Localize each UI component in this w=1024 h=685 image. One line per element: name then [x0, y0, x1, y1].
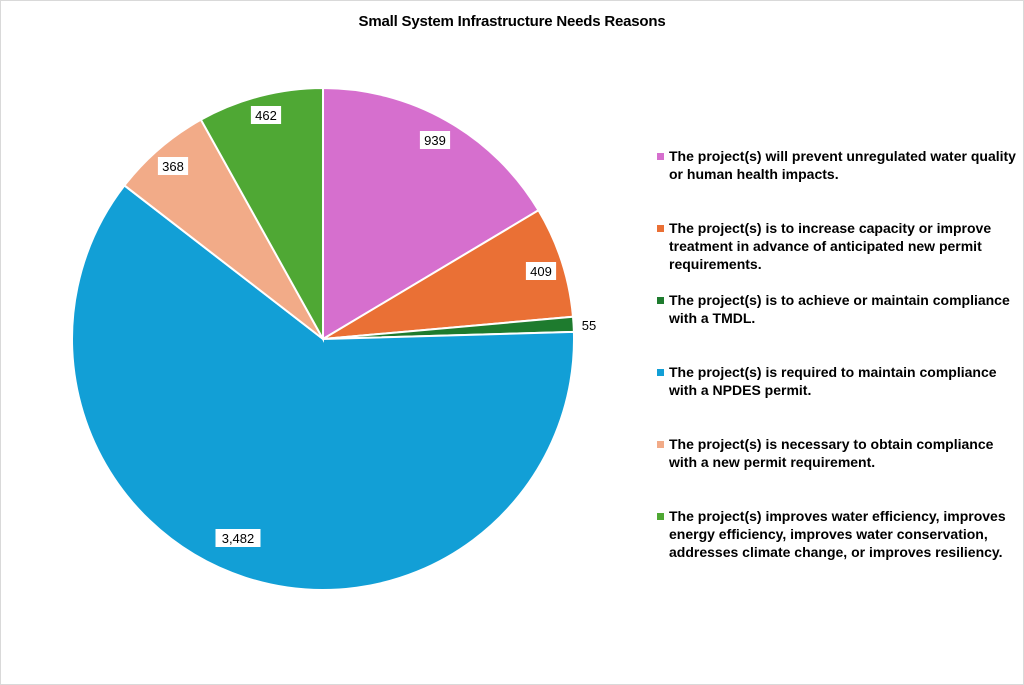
- legend-swatch-2: [657, 297, 664, 304]
- chart-title: Small System Infrastructure Needs Reason…: [358, 13, 666, 30]
- svg-text:368: 368: [162, 159, 184, 174]
- legend-label-2: The project(s) is to achieve or maintain…: [669, 292, 1010, 326]
- data-label-5: 462: [250, 106, 282, 124]
- pie-slice-5: [199, 86, 324, 343]
- data-label-3: 3,482: [215, 529, 261, 547]
- legend-swatch-0: [657, 153, 664, 160]
- data-label-0: 939: [419, 131, 451, 149]
- data-label-4: 368: [157, 157, 189, 175]
- svg-text:55: 55: [582, 318, 596, 333]
- data-label-1: 409: [525, 262, 557, 280]
- legend-swatch-5: [657, 513, 664, 520]
- legend-label-1: The project(s) is to increase capacity o…: [669, 220, 992, 272]
- svg-text:939: 939: [424, 133, 446, 148]
- pie-slice-0: [322, 86, 540, 341]
- legend-swatch-3: [657, 369, 664, 376]
- legend-label-5: The project(s) improves water efficiency…: [669, 508, 1006, 560]
- pie-slice-3: [71, 184, 575, 591]
- svg-text:409: 409: [530, 264, 552, 279]
- pie-slice-1: [322, 208, 575, 340]
- legend-label-0: The project(s) will prevent unregulated …: [669, 148, 1016, 182]
- legend-swatch-1: [657, 225, 664, 232]
- data-label-2: 55: [582, 318, 596, 333]
- svg-text:462: 462: [255, 108, 277, 123]
- legend-swatch-4: [657, 441, 664, 448]
- svg-text:3,482: 3,482: [222, 531, 255, 546]
- legend-label-4: The project(s) is necessary to obtain co…: [669, 436, 994, 470]
- legend-label-3: The project(s) is required to maintain c…: [669, 364, 997, 398]
